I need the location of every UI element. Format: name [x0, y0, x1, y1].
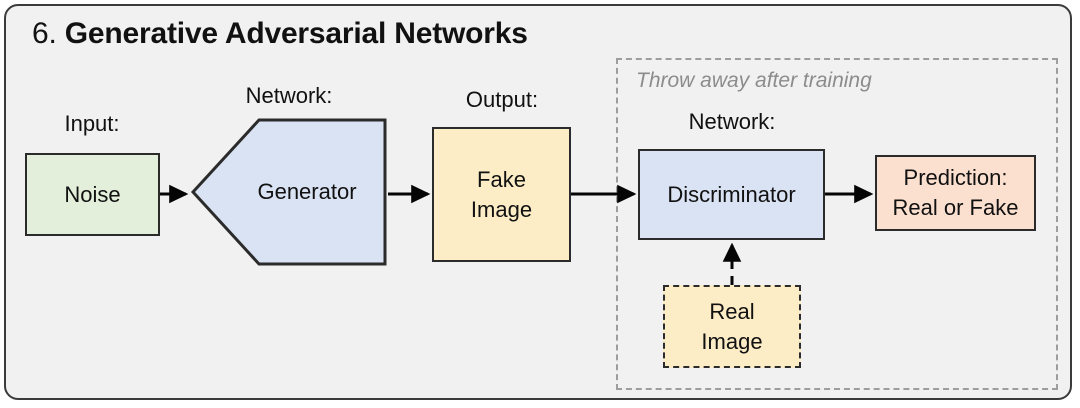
node-prediction-text: Prediction: Real or Fake: [893, 163, 1019, 223]
slide-title-text: Generative Adversarial Networks: [64, 17, 528, 50]
node-real-image-line2: Image: [701, 328, 763, 354]
node-prediction[interactable]: Prediction: Real or Fake: [875, 155, 1036, 231]
node-prediction-line1: Prediction:: [903, 165, 1008, 190]
caption-network-generator: Network:: [245, 83, 333, 108]
node-fake-image[interactable]: Fake Image: [432, 127, 571, 262]
node-real-image-line1: Real: [709, 298, 755, 324]
throw-away-note: Throw away after training: [636, 69, 872, 92]
generator-shape: [190, 118, 387, 266]
node-generator[interactable]: [190, 117, 388, 267]
node-discriminator[interactable]: Discriminator: [638, 149, 825, 240]
node-fake-image-line1: Fake: [477, 166, 526, 192]
node-generator-label: Generator: [257, 179, 357, 204]
caption-output: Output:: [465, 87, 539, 112]
node-discriminator-label: Discriminator: [667, 181, 796, 207]
caption-network-discriminator: Network:: [688, 109, 776, 134]
caption-input: Input:: [64, 111, 120, 136]
slide-number: 6.: [32, 17, 57, 50]
node-generator-label-wrap: Generator: [190, 117, 388, 267]
node-noise-label: Noise: [64, 181, 121, 207]
node-fake-image-line2: Image: [470, 196, 533, 222]
node-real-image[interactable]: Real Image: [663, 285, 801, 368]
page-title: 6. Generative Adversarial Networks: [32, 16, 528, 52]
throw-away-group-region: [616, 58, 1058, 390]
node-real-image-text: Real Image: [701, 297, 762, 357]
node-fake-image-text: Fake Image: [471, 165, 532, 225]
node-prediction-line2: Real or Fake: [892, 195, 1019, 220]
node-noise[interactable]: Noise: [25, 153, 160, 236]
